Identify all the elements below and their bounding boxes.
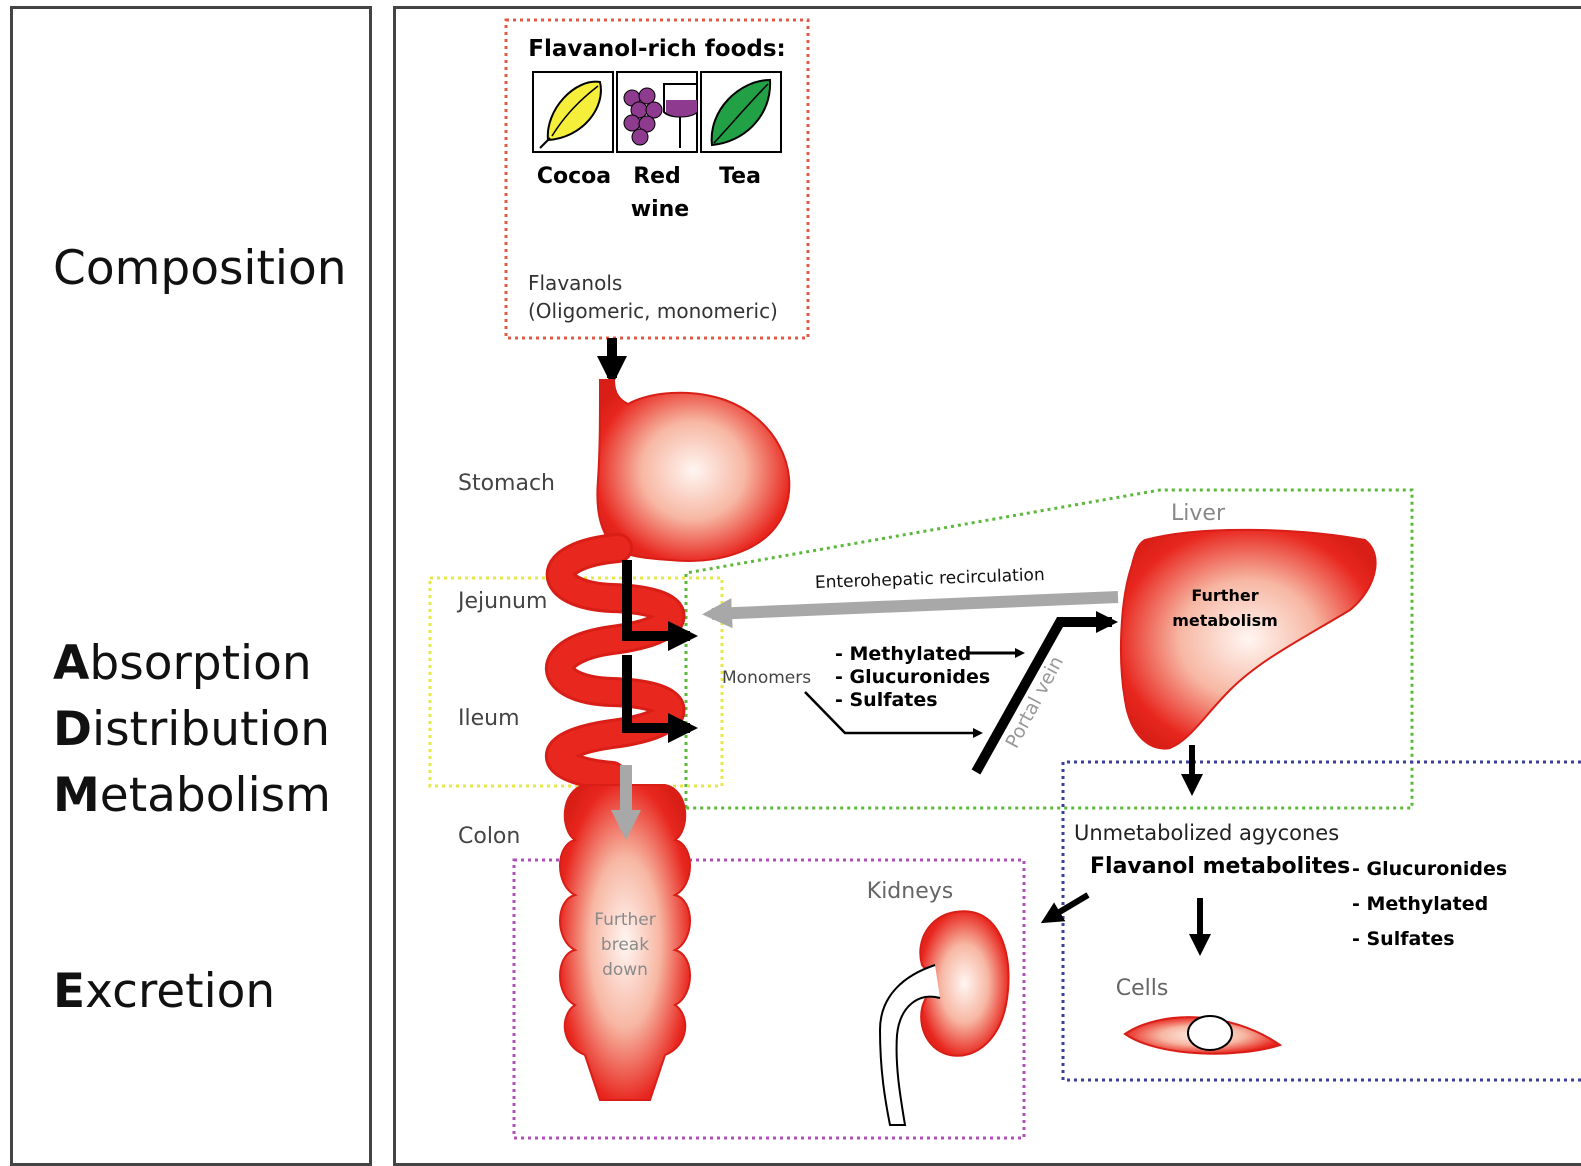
food-label-tea: Tea xyxy=(719,164,761,189)
kidney-organ xyxy=(880,911,1009,1125)
flavanols-label: Flavanols xyxy=(528,271,622,295)
kidneys-label: Kidneys xyxy=(867,879,953,904)
jejunum-label: Jejunum xyxy=(456,589,547,614)
liver-inner-line1: Further xyxy=(1191,586,1258,605)
food-label-wine: wine xyxy=(631,197,689,222)
unmetabolized-label: Unmetabolized agycones xyxy=(1074,821,1339,845)
arrow-enterohepatic xyxy=(712,597,1118,614)
monomers-label: Monomers xyxy=(722,668,811,688)
metabolite-methylated: - Methylated xyxy=(1352,893,1488,915)
food-label-red: Red xyxy=(633,164,681,189)
ileum-label: Ileum xyxy=(458,706,520,731)
grapes-wine-icon xyxy=(617,72,697,152)
colon-inner-line2: break xyxy=(601,935,649,955)
foods-title: Flavanol-rich foods: xyxy=(528,36,785,62)
liver-label: Liver xyxy=(1171,501,1226,526)
flavanol-metabolites-label: Flavanol metabolites xyxy=(1090,854,1350,879)
cell-organ xyxy=(1125,1016,1280,1054)
cells-label: Cells xyxy=(1116,976,1169,1001)
tea-leaf-icon xyxy=(701,72,781,152)
arrow-metabolites-to-kidneys xyxy=(1046,895,1088,920)
colon-inner-line1: Further xyxy=(594,910,656,930)
cocoa-pod-icon xyxy=(533,72,613,152)
colon-inner-line3: down xyxy=(602,960,648,980)
stomach-organ xyxy=(597,380,789,561)
product-glucuronides: - Glucuronides xyxy=(835,666,990,688)
liver-organ xyxy=(1121,530,1376,749)
product-sulfates: - Sulfates xyxy=(835,689,938,711)
product-methylated: - Methylated xyxy=(835,643,971,665)
food-label-cocoa: Cocoa xyxy=(537,164,611,189)
stomach-label: Stomach xyxy=(458,471,555,496)
metabolite-glucuronides: - Glucuronides xyxy=(1352,858,1507,880)
liver-inner-line2: metabolism xyxy=(1172,611,1278,630)
flavanols-types-label: (Oligomeric, monomeric) xyxy=(528,299,778,323)
enterohepatic-label: Enterohepatic recirculation xyxy=(815,565,1045,593)
metabolite-sulfates: - Sulfates xyxy=(1352,928,1455,950)
colon-label: Colon xyxy=(458,824,520,849)
